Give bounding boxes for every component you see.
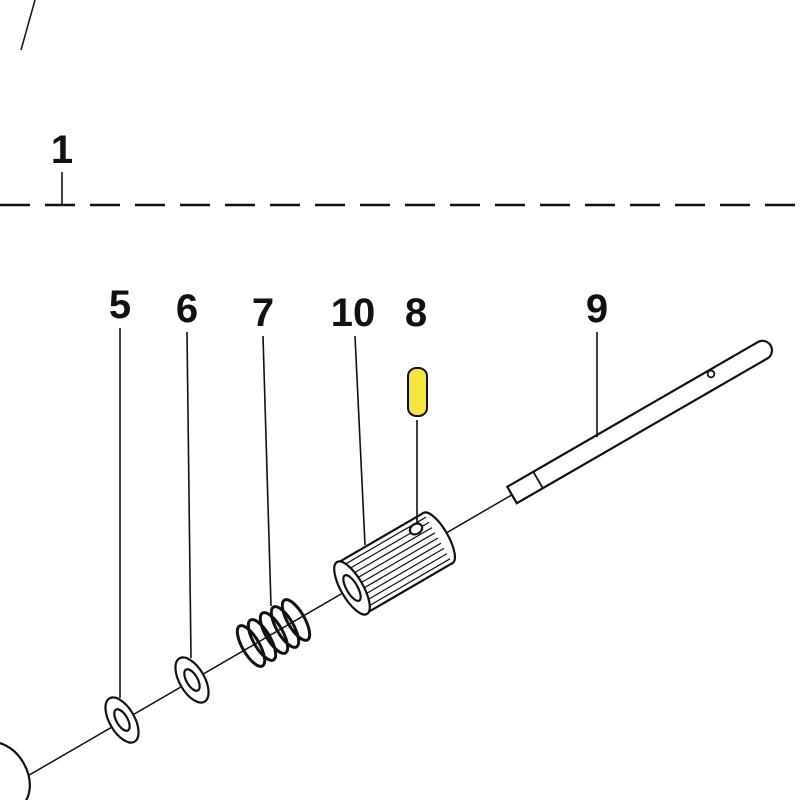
coupling-pin-hole bbox=[408, 522, 424, 536]
callout-9-label[interactable]: 9 bbox=[586, 287, 608, 331]
callout-1: 1 bbox=[51, 128, 73, 204]
coupling-spline-line bbox=[357, 547, 445, 599]
spring-coil bbox=[280, 598, 312, 642]
callout-9: 9 bbox=[586, 287, 608, 437]
coupling-spline-line bbox=[354, 542, 442, 594]
part-7-spring[interactable] bbox=[232, 596, 315, 670]
corner-edge-line bbox=[20, 0, 36, 51]
spring-coil bbox=[269, 605, 301, 649]
washer-5-hole bbox=[113, 708, 131, 732]
callout-6-leader bbox=[186, 331, 192, 659]
callout-8-label[interactable]: 8 bbox=[405, 291, 427, 335]
coupling-spline-line bbox=[351, 537, 439, 589]
callout-6: 6 bbox=[176, 287, 198, 659]
shaft-collar-line bbox=[532, 471, 544, 489]
callout-10-label[interactable]: 10 bbox=[331, 291, 376, 335]
part-10-coupling[interactable] bbox=[327, 508, 461, 620]
coupling-spline-line bbox=[360, 553, 448, 605]
callout-7: 7 bbox=[252, 291, 274, 607]
callout-10: 10 bbox=[331, 291, 376, 546]
pin-body bbox=[407, 367, 428, 417]
part-5-washer[interactable] bbox=[99, 692, 146, 748]
coupling-spline-line bbox=[363, 558, 451, 610]
washer-6-hole bbox=[183, 668, 201, 692]
spring-coil bbox=[235, 624, 267, 668]
coupling-spline-line bbox=[348, 532, 436, 584]
callout-5-label[interactable]: 5 bbox=[109, 283, 131, 327]
callout-1-label[interactable]: 1 bbox=[51, 128, 73, 172]
coupling-bore-hole bbox=[342, 574, 362, 602]
coupling-top-edge bbox=[336, 511, 425, 564]
callout-10-leader bbox=[354, 335, 366, 546]
part-6-washer[interactable] bbox=[169, 652, 216, 708]
coupling-spline-line bbox=[345, 527, 433, 579]
spring-coil bbox=[246, 618, 278, 662]
callout-6-label[interactable]: 6 bbox=[176, 287, 198, 331]
edge-fragment-part bbox=[0, 741, 31, 800]
callout-5: 5 bbox=[109, 283, 131, 698]
callout-7-leader bbox=[262, 335, 272, 607]
spring-coil bbox=[258, 611, 290, 655]
callouts-group: 5 6 7 10 8 9 bbox=[109, 283, 608, 698]
boundary-group bbox=[0, 0, 800, 207]
callout-7-label[interactable]: 7 bbox=[252, 291, 274, 335]
shaft-hole bbox=[706, 369, 716, 379]
callout-8: 8 bbox=[405, 291, 427, 524]
coupling-bottom-edge bbox=[365, 562, 454, 615]
shaft-body bbox=[505, 339, 774, 505]
part-9-shaft[interactable] bbox=[505, 339, 774, 505]
edge-fragment-outline bbox=[0, 741, 31, 800]
part-8-pin[interactable] bbox=[407, 367, 428, 417]
